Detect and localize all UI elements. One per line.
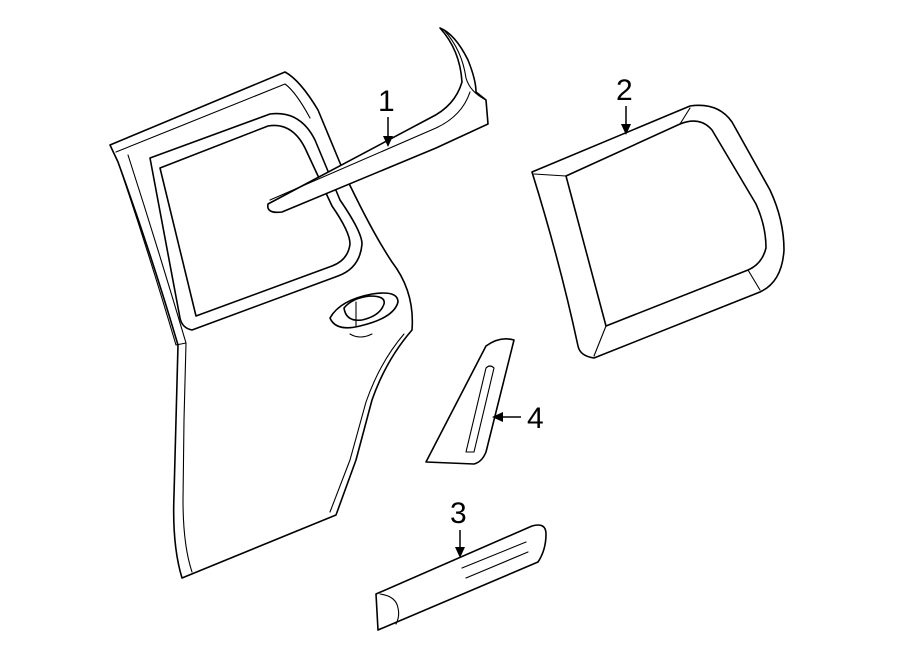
door-top-frame <box>115 83 311 153</box>
body-side-molding <box>375 524 547 631</box>
quarter-glass-window <box>531 104 785 359</box>
callout-3: 3 <box>450 497 467 558</box>
side-molding-groove-1 <box>461 541 527 569</box>
callout-2: 2 <box>616 74 633 135</box>
side-molding-body <box>375 524 547 631</box>
door-rear-contour <box>182 342 193 573</box>
callout-arrow-4 <box>492 412 503 422</box>
callout-label-2: 2 <box>616 74 633 107</box>
handle-lower-lip <box>349 333 373 338</box>
belt-molding <box>266 27 489 214</box>
glass-frame-band <box>533 107 761 357</box>
callout-label-1: 1 <box>378 85 395 118</box>
callout-1: 1 <box>378 85 395 147</box>
rear-door <box>109 71 414 579</box>
callout-label-4: 4 <box>527 402 544 435</box>
callout-arrow-1 <box>383 136 393 147</box>
glass-frame-inner <box>565 120 767 327</box>
applique-insert <box>465 365 495 453</box>
applique-trim <box>425 338 515 465</box>
door-handle <box>343 295 386 322</box>
door-front-contour <box>329 333 405 513</box>
callout-arrow-2 <box>621 124 631 135</box>
callout-4: 4 <box>492 402 544 435</box>
window-frame-inner <box>159 124 351 317</box>
callout-arrow-3 <box>455 547 465 558</box>
belt-molding-upper-edge <box>443 29 487 101</box>
side-molding-groove-2 <box>465 551 529 579</box>
belt-molding-crease <box>269 91 471 201</box>
belt-molding-body <box>266 27 489 214</box>
side-molding-end-cap <box>379 593 400 625</box>
callout-label-3: 3 <box>450 497 467 530</box>
applique-body <box>425 338 515 465</box>
